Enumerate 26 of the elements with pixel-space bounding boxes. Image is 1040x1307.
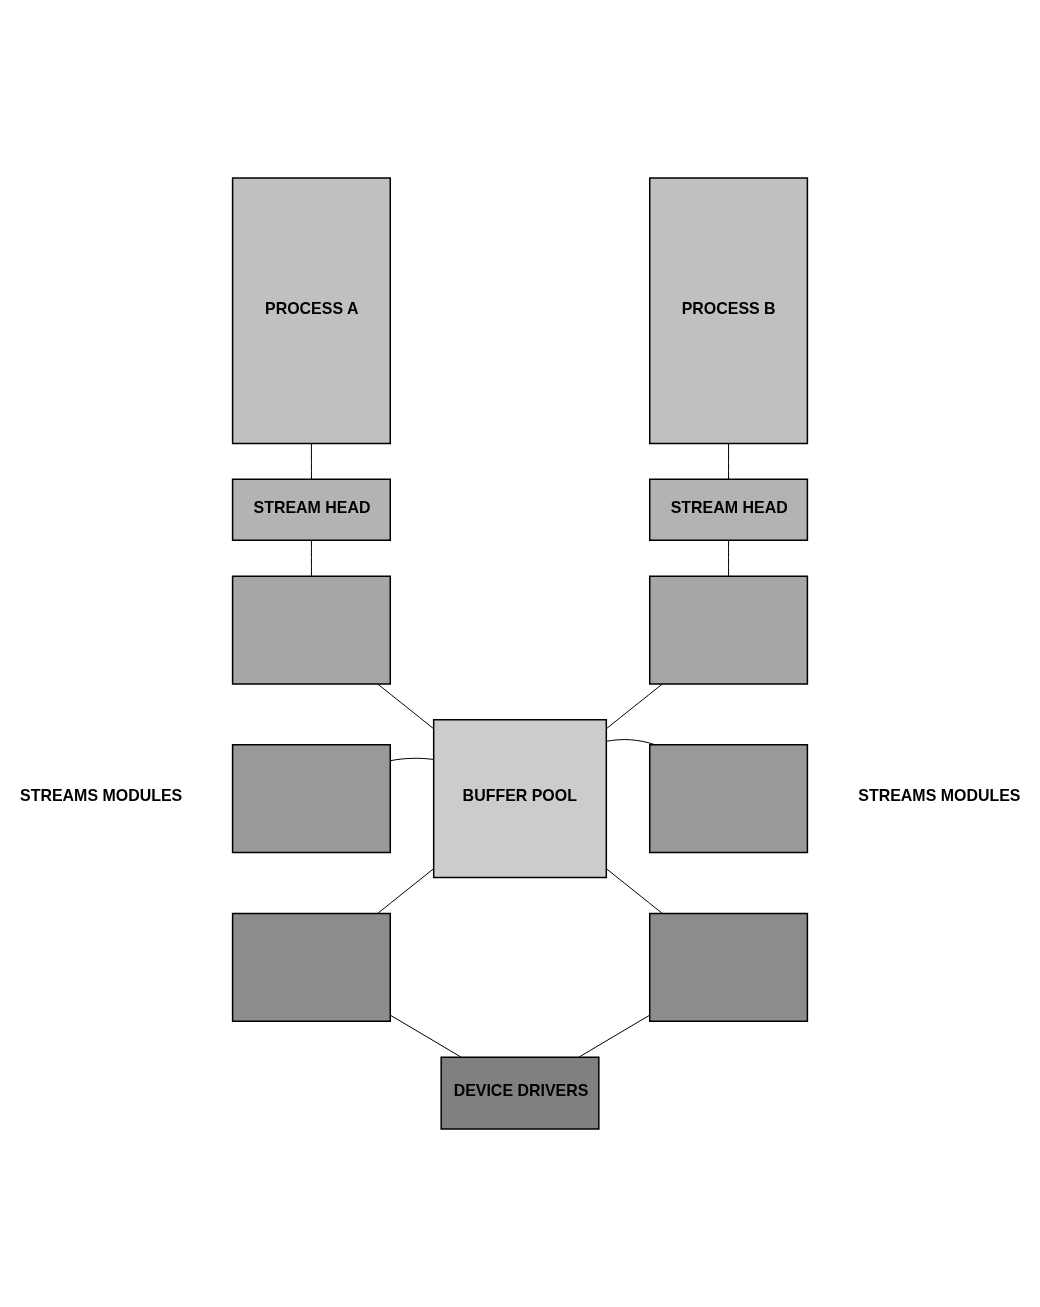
- connector: [605, 683, 663, 730]
- connector: [605, 868, 663, 914]
- connector: [377, 868, 435, 914]
- node-box: [231, 744, 391, 854]
- connector: [605, 739, 656, 746]
- node-box: [649, 744, 809, 854]
- connector: [728, 539, 730, 577]
- label: STREAMS MODULES: [20, 787, 183, 805]
- connector: [389, 1014, 462, 1058]
- node-box: [649, 912, 809, 1022]
- label: STREAMS MODULES: [858, 787, 1021, 805]
- node-box: STREAM HEAD: [231, 478, 391, 541]
- connector: [578, 1014, 651, 1058]
- node-box: PROCESS A: [231, 177, 391, 445]
- node-box: DEVICE DRIVERS: [440, 1056, 600, 1130]
- node-box: [231, 912, 391, 1022]
- connector: [310, 539, 312, 577]
- node-box: STREAM HEAD: [649, 478, 809, 541]
- connector: [377, 683, 435, 730]
- node-box: PROCESS B: [649, 177, 809, 445]
- node-box: [649, 575, 809, 685]
- node-box: [231, 575, 391, 685]
- connector: [310, 442, 312, 480]
- connector: [728, 442, 730, 480]
- connector: [389, 757, 434, 762]
- node-box: BUFFER POOL: [432, 719, 608, 879]
